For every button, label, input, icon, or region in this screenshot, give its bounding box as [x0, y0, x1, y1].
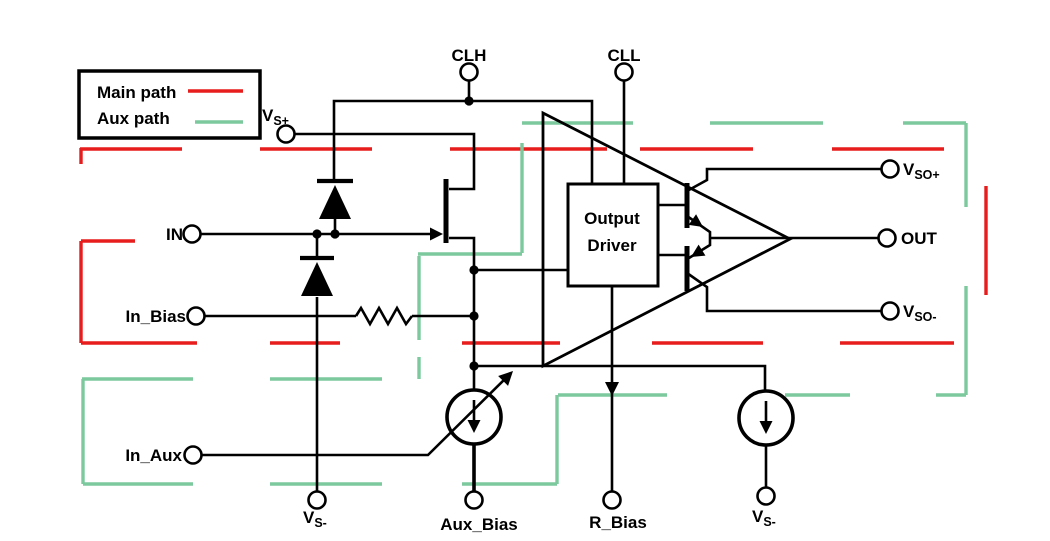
output-driver-box — [566, 182, 660, 288]
vso-minus-label: VSO- — [903, 302, 937, 324]
npn-emitter-arrow-icon — [688, 214, 703, 227]
resistor — [354, 305, 414, 327]
terminal-r-bias — [602, 490, 622, 510]
pnp-output-transistor — [684, 244, 706, 291]
path-overlays — [79, 121, 988, 486]
output-driver-block: Output Driver — [566, 182, 660, 288]
terminal-vs-minus-right — [756, 486, 776, 506]
current-down-arrow-icon — [467, 420, 481, 433]
wires — [200, 80, 882, 492]
variable-control-arrow-icon — [498, 371, 513, 386]
clh-rail-wire — [332, 99, 594, 184]
vs-plus-wire — [294, 132, 476, 191]
cll-label: CLL — [607, 46, 640, 65]
clamp-diode-high — [317, 178, 353, 234]
clh-label: CLH — [452, 46, 487, 65]
output-driver-label-line1: Output — [584, 209, 640, 228]
amplifier-triangle — [541, 110, 794, 369]
current-source-circle — [445, 388, 503, 446]
legend-aux-path-label: Aux path — [97, 109, 170, 128]
bottom-rail-wire — [474, 364, 767, 391]
junction-dot — [469, 265, 479, 275]
pnp-emitter-arrow-icon — [691, 244, 706, 257]
aux-bias-label: Aux_Bias — [440, 515, 517, 534]
terminal-out — [877, 228, 897, 248]
terminal-vso-minus — [880, 301, 900, 321]
junction-dots — [312, 96, 479, 371]
in-bias-label: In_Bias — [126, 307, 186, 326]
current-down-arrow-icon — [759, 421, 773, 434]
terminal-in — [182, 224, 202, 244]
terminal-aux-bias — [464, 490, 484, 510]
jfet-source-wire — [449, 236, 476, 270]
clamp-diode-low — [300, 234, 334, 296]
diode-triangle — [319, 185, 351, 219]
terminal-vso-plus — [880, 159, 900, 179]
junction-dot — [330, 229, 340, 239]
junction-dot — [469, 311, 479, 321]
r-bias-label: R_Bias — [589, 513, 647, 532]
in-label: IN — [166, 225, 183, 244]
terminal-cll — [614, 62, 634, 82]
vso-plus-wire — [686, 167, 882, 193]
out-label: OUT — [901, 229, 938, 248]
aux-variable-current-source — [445, 371, 513, 446]
terminal-vs-plus — [276, 124, 296, 144]
vs-minus-right-label: VS- — [752, 507, 776, 529]
npn-output-transistor — [684, 183, 703, 228]
terminal-vs-minus-left — [307, 490, 327, 510]
output-bias-current-source — [737, 389, 795, 447]
pin-labels: CLH CLL VS+ IN In_Bias In_Aux VS- Aux_Bi… — [125, 46, 939, 534]
junction-dot — [312, 229, 322, 239]
vs-minus-left-label: VS- — [303, 508, 327, 530]
terminal-in-bias — [186, 306, 206, 326]
vs-plus-label: VS+ — [262, 106, 289, 128]
legend: Main path Aux path — [77, 69, 262, 140]
r-bias-current-arrow-icon — [605, 382, 619, 396]
legend-main-path-label: Main path — [97, 83, 176, 102]
vso-plus-label: VSO+ — [903, 160, 940, 182]
in-aux-wire — [201, 372, 512, 457]
diode-triangle — [301, 262, 333, 296]
current-source-circle — [737, 389, 795, 447]
junction-dot — [464, 96, 474, 106]
terminal-clh — [459, 62, 479, 82]
output-driver-label-line2: Driver — [587, 236, 637, 255]
jfet-gate-arrow-icon — [430, 227, 443, 241]
input-jfet — [430, 179, 449, 243]
legend-box — [77, 69, 262, 140]
in-aux-label: In_Aux — [125, 446, 182, 465]
terminals — [182, 62, 900, 510]
terminal-in-aux — [183, 445, 203, 465]
vso-minus-wire — [686, 271, 882, 313]
junction-dot — [469, 361, 479, 371]
